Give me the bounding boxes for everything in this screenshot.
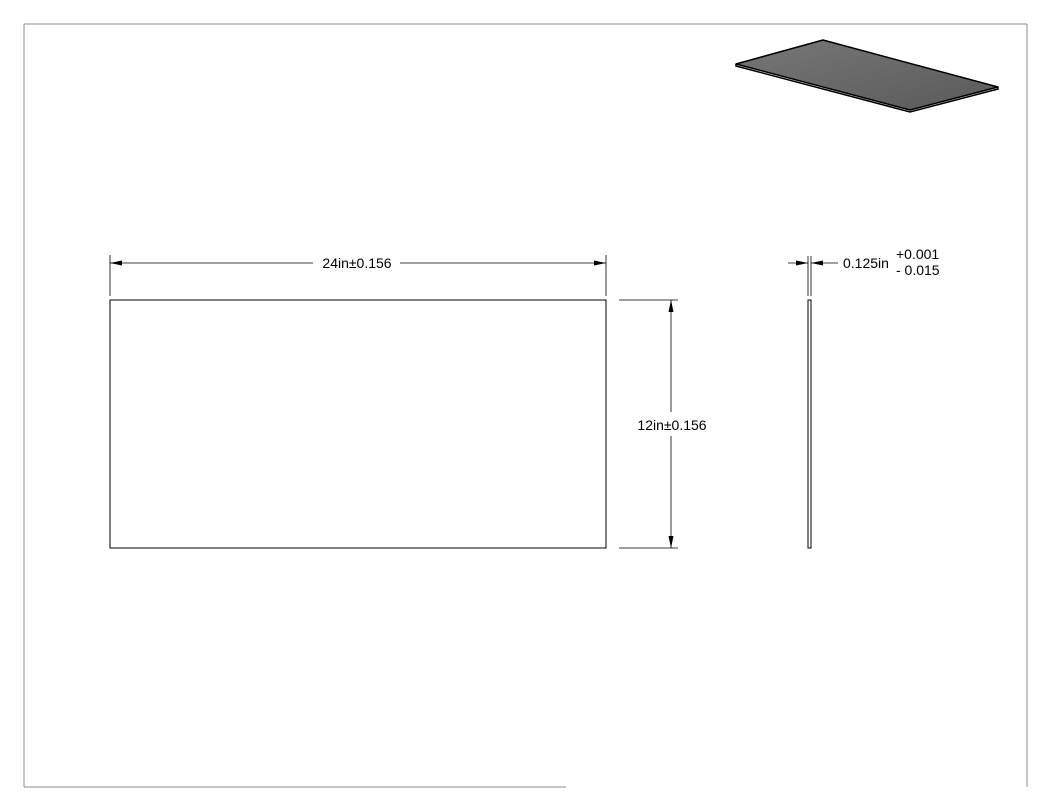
thickness-dimension (788, 256, 838, 296)
isometric-plate-edge (735, 64, 999, 113)
height-dimension (619, 299, 678, 549)
height-dimension-label: 12in±0.156 (637, 417, 706, 433)
width-dimension (109, 255, 607, 296)
thickness-arrow-right (811, 260, 823, 266)
height-arrow-bottom (668, 536, 674, 548)
thickness-nominal-label: 0.125in (843, 255, 889, 271)
width-arrow-left (110, 260, 122, 266)
thickness-arrow-left (796, 260, 808, 266)
width-arrow-right (594, 260, 606, 266)
width-dimension-label: 24in±0.156 (322, 255, 391, 271)
thickness-lower-tolerance: - 0.015 (896, 262, 940, 278)
side-view-outline (807, 299, 812, 549)
height-arrow-top (668, 300, 674, 312)
thickness-upper-tolerance: +0.001 (896, 246, 939, 262)
isometric-view (735, 39, 999, 113)
front-view-outline (109, 299, 607, 549)
